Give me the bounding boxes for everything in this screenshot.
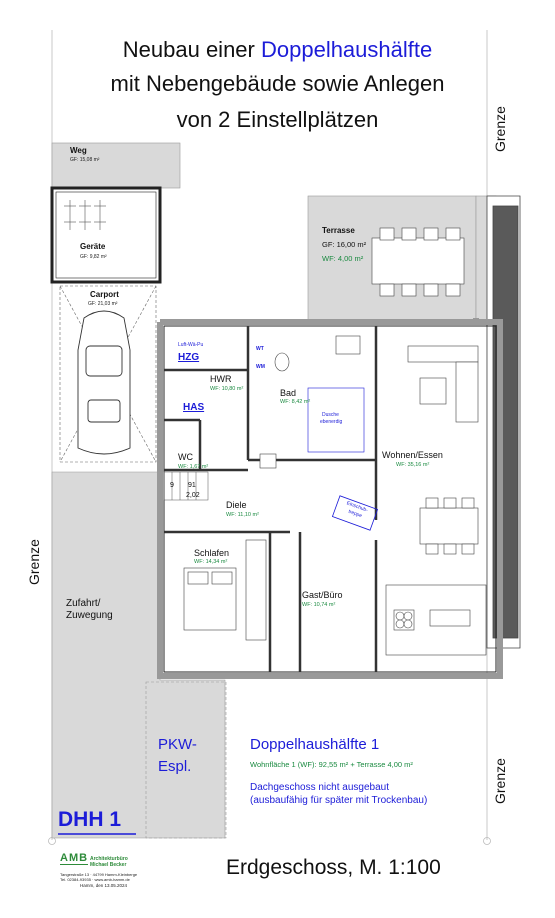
room-wc-name: WC [178,452,193,462]
room-carport-area: GF: 21,03 m² [88,301,118,307]
room-terrasse-wf: WF: 4,00 m² [322,254,364,263]
stair-height: 2,02 [186,492,200,499]
info-note-2: (ausbaufähig für später mit Trockenbau) [250,795,428,806]
stair-count: 91 [188,482,196,489]
bath-fixtures [259,335,365,469]
room-bad-name: Bad [280,388,297,398]
bedroom-furniture [183,539,267,641]
room-wohnen-wf: WF: 35,16 m² [396,462,430,468]
has-label: HAS [183,402,205,413]
room-diele-name: Diele [226,500,247,510]
info-wohnflaeche: Wohnfläche 1 (WF): 92,55 m² + Terrasse 4… [250,760,413,769]
title-line-2: mit Nebengebäude sowie Anlegen [110,71,445,96]
dhh-label: DHH 1 [58,808,122,831]
pkw-label-2: Espl. [158,758,192,775]
amb-logo: AMB [60,852,89,865]
car-outline [77,310,131,455]
logo-address-2: Tel. 02384-93935 · www.amb-hamm.de [60,877,130,882]
dusche-label-2: ebenerdig [320,419,343,425]
luft-waermepumpe-label: Luft-Wä-Pu [178,342,204,348]
logo-address-1: Tangerstraße 13 · 44799 Hamm-Kleinberge [60,872,138,877]
room-schlafen-name: Schlafen [194,548,230,558]
dusche-label-1: Dusche [322,412,339,418]
zufahrt-label-2: Zuwegung [66,610,113,621]
wm-label: WM [256,364,265,370]
geraete-shed [50,186,162,284]
room-carport-name: Carport [90,290,119,299]
title-line-3: von 2 Einstellplätzen [176,107,379,132]
room-wc-wf: WF: 1,67 m² [178,464,209,470]
room-terrasse-name: Terrasse [322,226,355,235]
zufahrt-label-1: Zufahrt/ [66,598,101,609]
room-weg-area: GF: 15,08 m² [70,157,100,163]
info-note-1: Dachgeschoss nicht ausgebaut [250,782,389,793]
room-bad-wf: WF: 8,42 m² [280,399,311,405]
living-furniture [407,345,479,555]
room-gast-wf: WF: 10,74 m² [302,602,336,608]
neighbour-strip [486,195,521,649]
room-schlafen-wf: WF: 14,34 m² [194,559,228,565]
title-prefix: Neubau einer [122,37,261,62]
grenze-label-top-right: Grenze [492,106,508,152]
room-terrasse-gf: GF: 16,00 m² [322,240,367,249]
terrace-furniture [371,227,465,297]
room-geraete-area: GF: 9,82 m² [80,254,107,260]
kitchen [385,584,487,656]
logo-office-2: Michael Becker [90,862,127,868]
room-gast-name: Gast/Büro [302,590,343,600]
title-highlight: Doppelhaushälfte [260,37,433,62]
amb-logo-mark: AMB [60,852,89,865]
hzg-label: HZG [178,352,200,363]
room-wohnen-name: Wohnen/Essen [382,450,443,460]
pkw-label-1: PKW- [158,736,197,753]
footer-title: Erdgeschoss, M. 1:100 [226,856,441,879]
carport [59,285,157,463]
einschub-treppe [331,495,379,531]
room-hwr-name: HWR [210,374,232,384]
pkw-stellplatz [145,681,227,839]
room-weg-name: Weg [70,146,87,155]
grenze-label-left: Grenze [26,539,42,585]
wt-label: WT [256,346,264,352]
logo-date: Hamm, den 13.05.2024 [80,883,128,888]
room-geraete-name: Geräte [80,242,106,251]
stairs [163,471,209,501]
interior-walls [164,326,378,672]
logo-office-1: Architekturbüro [90,856,128,862]
stair-steps: 9 [170,482,174,489]
grenze-label-bottom-right: Grenze [492,758,508,804]
room-diele-wf: WF: 11,10 m² [226,512,259,518]
title-line-1: Neubau einer Doppelhaushälfte [0,36,555,63]
info-heading: Doppelhaushälfte 1 [250,736,380,753]
room-hwr-wf: WF: 10,80 m² [210,386,244,392]
